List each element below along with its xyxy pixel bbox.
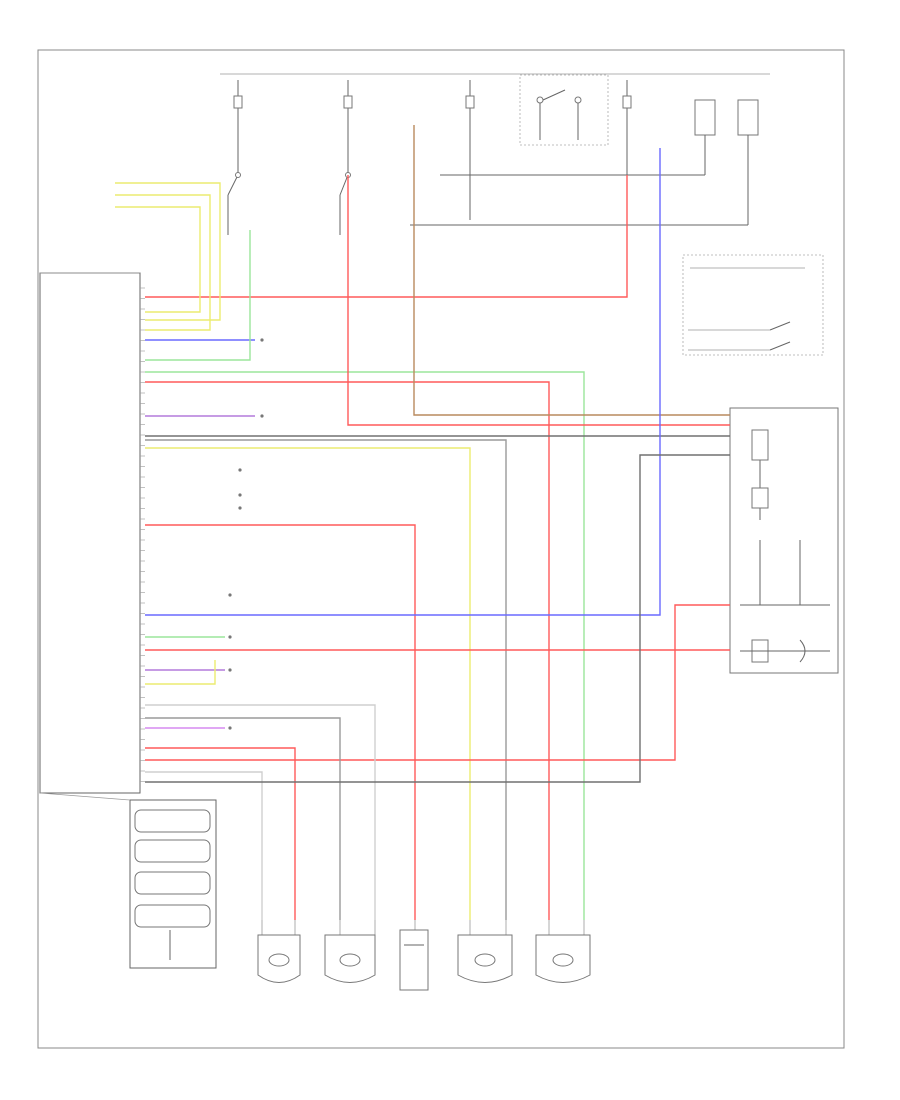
wire-yellow-short <box>145 660 216 685</box>
fuse-top-3 <box>465 95 475 109</box>
wire-yellow-2 <box>115 194 211 331</box>
wire-red-fl <box>145 747 296 920</box>
wire-yellow-rl <box>145 447 471 920</box>
wires <box>115 125 730 920</box>
wire-red-rr <box>145 381 550 920</box>
wire-lgray-fl <box>145 771 263 920</box>
abs-switch-stack <box>39 792 217 969</box>
rear-right-sensor <box>535 920 591 983</box>
wire-lgray-1 <box>145 704 376 920</box>
fuse-top-4 <box>622 95 632 109</box>
relay-box-right <box>682 254 839 674</box>
wire-red-power <box>145 175 628 298</box>
top-power-section <box>220 73 770 235</box>
wire-yellow-1 <box>115 182 221 321</box>
fuse-top-2 <box>343 95 353 109</box>
wire-gray-fr <box>145 717 341 920</box>
abs-control-module <box>39 272 145 794</box>
ignition-switch <box>519 74 609 146</box>
wire-dgray-return <box>145 454 730 783</box>
wire-yellow-3 <box>115 206 201 313</box>
module-pins <box>140 287 145 782</box>
wire-red-relay <box>347 175 730 426</box>
fuse-top-1 <box>233 95 243 109</box>
relay-1 <box>694 99 716 136</box>
wire-blue-long <box>145 148 661 616</box>
wire-green-1 <box>145 230 251 361</box>
diagram-frame <box>37 49 845 1049</box>
front-left-sensor <box>257 920 301 983</box>
wire-green-long <box>145 371 585 920</box>
wire-red-lower-2 <box>145 604 730 761</box>
front-right-sensor <box>324 920 376 983</box>
relay-2 <box>737 99 759 136</box>
pressure-switch <box>399 920 429 991</box>
pin-marks <box>228 338 264 730</box>
wire-brown <box>413 125 730 416</box>
wire-red-ps <box>145 524 416 920</box>
rear-left-sensor <box>457 920 513 983</box>
